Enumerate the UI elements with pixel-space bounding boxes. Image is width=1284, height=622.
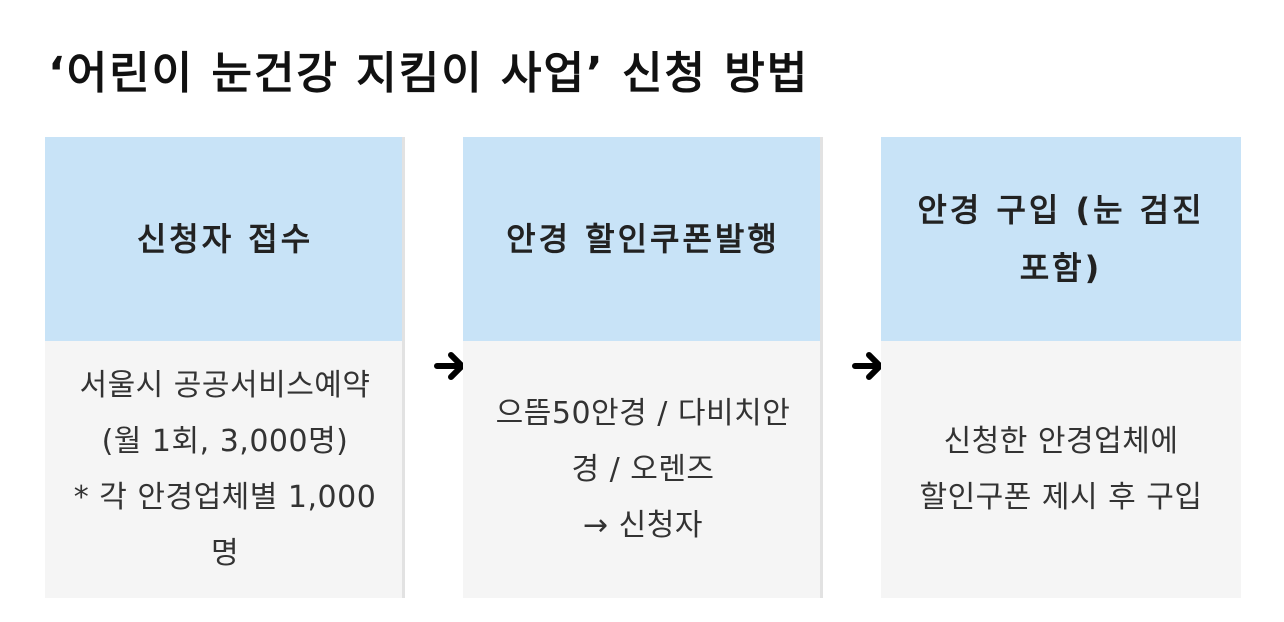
step-body-line: * 각 안경업체별 1,000 (73, 479, 377, 515)
step-body: 서울시 공공서비스예약 (월 1회, 3,000명) * 각 안경업체별 1,0… (45, 341, 405, 598)
step-body-line: → 신청자 (583, 507, 703, 543)
arrow-right-icon (852, 352, 883, 380)
step-header-label: 안경 할인쿠폰발행 (506, 220, 780, 258)
step-header-label: 신청자 접수 (136, 220, 314, 258)
step-header-label: 안경 구입 (눈 검진 포함) (917, 191, 1205, 287)
step-body-line: 명 (210, 535, 240, 571)
step-body-line: (월 1회, 3,000명) (101, 423, 349, 459)
step-body-line: 할인구폰 제시 후 구입 (919, 479, 1203, 515)
step-body-line: 서울시 공공서비스예약 (79, 367, 371, 403)
arrow-right-icon (434, 352, 465, 380)
step-body: 신청한 안경업체에 할인구폰 제시 후 구입 (881, 341, 1241, 598)
card-edge-divider (820, 137, 823, 598)
step-body-line: 신청한 안경업체에 (943, 423, 1179, 459)
step-card-apply: 신청자 접수 서울시 공공서비스예약 (월 1회, 3,000명) * 각 안경… (45, 137, 405, 598)
step-body-line: 경 / 오렌즈 (571, 451, 715, 487)
page-title: ‘어린이 눈건강 지킴이 사업’ 신청 방법 (48, 48, 810, 99)
step-body: 으뜸50안경 / 다비치안 경 / 오렌즈 → 신청자 (463, 341, 823, 598)
step-header: 안경 할인쿠폰발행 (463, 137, 823, 341)
step-header: 안경 구입 (눈 검진 포함) (881, 137, 1241, 341)
step-body-line: 으뜸50안경 / 다비치안 (495, 395, 791, 431)
step-header: 신청자 접수 (45, 137, 405, 341)
card-edge-divider (402, 137, 405, 598)
step-card-purchase: 안경 구입 (눈 검진 포함) 신청한 안경업체에 할인구폰 제시 후 구입 (881, 137, 1241, 598)
step-card-coupon: 안경 할인쿠폰발행 으뜸50안경 / 다비치안 경 / 오렌즈 → 신청자 (463, 137, 823, 598)
